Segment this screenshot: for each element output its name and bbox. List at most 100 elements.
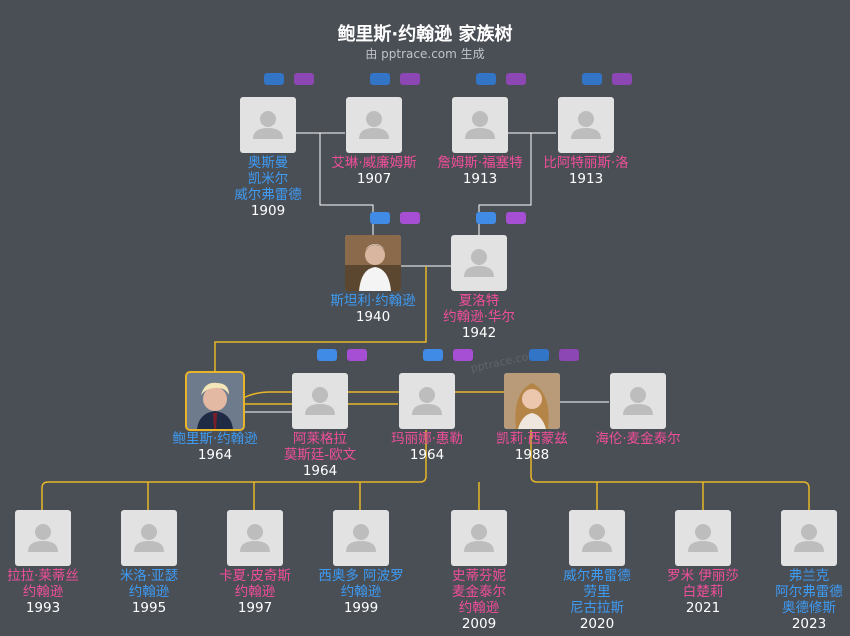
person-name: 海伦·麦金泰尔	[573, 431, 703, 447]
pill-male-gp2[interactable]	[370, 73, 390, 85]
person-birth-year: 2021	[685, 600, 721, 616]
person-birth-year: 1940	[355, 309, 391, 325]
person-birth-year: 1964	[409, 447, 445, 463]
pill-male-gp4[interactable]	[582, 73, 602, 85]
person-birth-year: 1964	[302, 463, 338, 479]
pill-female-carrie[interactable]	[559, 349, 579, 361]
avatar-placeholder-icon[interactable]	[610, 373, 666, 429]
connector-marina-children	[41, 430, 427, 510]
page-title: 鲍里斯·约翰逊 家族树	[337, 24, 513, 45]
avatar-placeholder-icon[interactable]	[452, 97, 508, 153]
avatar-placeholder-icon[interactable]	[121, 510, 177, 566]
person-name-line: 凯米尔	[247, 171, 289, 187]
avatar-placeholder-icon[interactable]	[346, 97, 402, 153]
person-name-line: 凯莉·西蒙兹	[496, 431, 568, 447]
person-name-line: 威尔弗雷德	[234, 187, 302, 203]
avatar-placeholder-icon[interactable]	[15, 510, 71, 566]
pill-female-stanley[interactable]	[400, 212, 420, 224]
person-birth-year: 1999	[343, 600, 379, 616]
avatar-placeholder-icon[interactable]	[558, 97, 614, 153]
avatar-placeholder-icon[interactable]	[451, 235, 507, 291]
person-name-line: 阿尔弗雷德	[775, 584, 843, 600]
person-name-line: 莫斯廷-欧文	[283, 447, 357, 463]
connector-boris-carrie	[242, 391, 532, 403]
person-name-line: 奥德修斯	[782, 600, 836, 616]
person-birth-year: 2020	[579, 616, 615, 632]
avatar-placeholder-icon[interactable]	[569, 510, 625, 566]
person-birth-year: 1964	[197, 447, 233, 463]
avatar-placeholder-icon[interactable]	[781, 510, 837, 566]
page-subtitle: 由 pptrace.com 生成	[365, 47, 485, 61]
pill-female-gp3[interactable]	[506, 73, 526, 85]
person-name-line: 罗米 伊丽莎	[667, 568, 739, 584]
person-birth-year: 1993	[25, 600, 61, 616]
pill-male-gp1[interactable]	[264, 73, 284, 85]
pill-female-gp4[interactable]	[612, 73, 632, 85]
person-name-line: 约翰逊	[234, 584, 276, 600]
pill-male-marina[interactable]	[423, 349, 443, 361]
person-name-line: 约翰逊·华尔	[443, 309, 515, 325]
person-birth-year: 1913	[568, 171, 604, 187]
pill-female-gp2[interactable]	[400, 73, 420, 85]
person-birth-year: 1988	[514, 447, 550, 463]
person-name-line: 史蒂芬妮	[452, 568, 506, 584]
person-birth-year: 1909	[250, 203, 286, 219]
pill-female-charlotte[interactable]	[506, 212, 526, 224]
person-name-line: 米洛·亚瑟	[119, 568, 179, 584]
person-name-line: 玛丽娜·惠勒	[391, 431, 463, 447]
person-photo[interactable]	[185, 371, 245, 431]
avatar-placeholder-icon[interactable]	[451, 510, 507, 566]
person-name-line: 詹姆斯·福塞特	[437, 155, 523, 171]
person-name-line: 劳里	[583, 584, 611, 600]
pill-male-carrie[interactable]	[529, 349, 549, 361]
person-birth-year: 1942	[461, 325, 497, 341]
avatar-placeholder-icon[interactable]	[227, 510, 283, 566]
person-name-line: 约翰逊	[340, 584, 382, 600]
person-name-line: 比阿特丽斯·洛	[543, 155, 629, 171]
person-birth-year: 2009	[461, 616, 497, 632]
pill-female-marina[interactable]	[453, 349, 473, 361]
avatar-placeholder-icon[interactable]	[240, 97, 296, 153]
person-name-line: 海伦·麦金泰尔	[595, 431, 681, 447]
pill-male-charlotte[interactable]	[476, 212, 496, 224]
person-name-line: 约翰逊	[458, 600, 500, 616]
person-name-line: 鲍里斯·约翰逊	[172, 431, 258, 447]
pill-male-allegra[interactable]	[317, 349, 337, 361]
person-birth-year: 1907	[356, 171, 392, 187]
avatar-placeholder-icon[interactable]	[292, 373, 348, 429]
header: 鲍里斯·约翰逊 家族树 由 pptrace.com 生成	[0, 0, 850, 70]
connector-parents-to-boris	[214, 266, 427, 372]
person-photo[interactable]	[345, 235, 401, 291]
person-photo[interactable]	[504, 373, 560, 429]
pill-female-gp1[interactable]	[294, 73, 314, 85]
avatar-placeholder-icon[interactable]	[333, 510, 389, 566]
connector-carrie-children	[478, 430, 810, 510]
avatar-placeholder-icon[interactable]	[675, 510, 731, 566]
pill-female-allegra[interactable]	[347, 349, 367, 361]
pill-male-gp3[interactable]	[476, 73, 496, 85]
person-name-line: 白楚莉	[682, 584, 724, 600]
pill-male-stanley[interactable]	[370, 212, 390, 224]
person-name-line: 卡夏·皮奇斯	[219, 568, 291, 584]
person-name-line: 约翰逊	[22, 584, 64, 600]
person-name-line: 阿莱格拉	[293, 431, 347, 447]
person-name-line: 约翰逊	[128, 584, 170, 600]
avatar-placeholder-icon[interactable]	[399, 373, 455, 429]
